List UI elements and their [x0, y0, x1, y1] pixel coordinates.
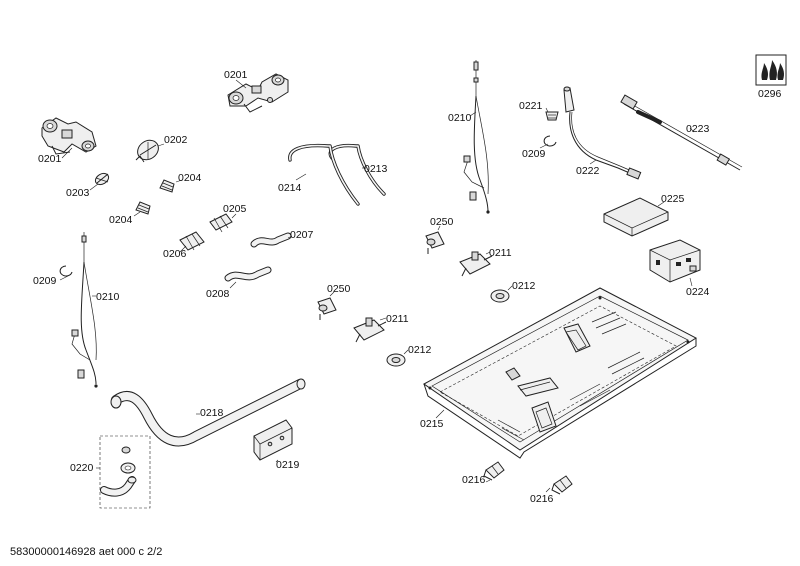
label-0221: 0221 — [519, 100, 543, 112]
label-0201-top: 0201 — [224, 69, 248, 81]
label-0204-lower: 0204 — [109, 214, 133, 226]
label-0206: 0206 — [163, 248, 187, 260]
label-0205: 0205 — [223, 203, 247, 215]
ignition-module — [649, 239, 701, 283]
nut-0212-left — [386, 353, 406, 367]
label-0250-left: 0250 — [327, 283, 351, 295]
label-0212-right: 0212 — [512, 280, 536, 292]
cover-plate — [603, 197, 669, 237]
gas-pipe-0208 — [224, 266, 272, 282]
ignitor-plug — [563, 86, 642, 180]
label-0215: 0215 — [420, 418, 444, 430]
gas-type-symbol — [755, 54, 787, 86]
label-0250-right: 0250 — [430, 216, 454, 228]
control-knob-disc — [135, 139, 159, 163]
pipe-bracket — [253, 419, 293, 461]
label-0212-left: 0212 — [408, 344, 432, 356]
label-0202: 0202 — [164, 134, 188, 146]
label-0201-left: 0201 — [38, 153, 62, 165]
label-0218: 0218 — [200, 407, 224, 419]
bracket-0216-b — [551, 475, 573, 495]
thermocouple-left — [71, 232, 98, 388]
gas-tap-right — [459, 251, 493, 277]
clip-ring-left — [59, 265, 73, 277]
burner-body-left — [41, 117, 97, 155]
ignition-cable — [620, 94, 743, 171]
gas-tap-left — [353, 317, 387, 343]
label-0209-left: 0209 — [33, 275, 57, 287]
label-0223: 0223 — [686, 123, 710, 135]
label-0296: 0296 — [758, 88, 782, 100]
burner-cap-0204-upper — [159, 179, 175, 193]
spring-clip — [94, 172, 110, 186]
label-0214: 0214 — [278, 182, 302, 194]
ignitor-cap — [545, 111, 559, 121]
label-0211-left: 0211 — [386, 313, 409, 325]
label-0216-a: 0216 — [462, 474, 486, 486]
label-0210-left: 0210 — [96, 291, 120, 303]
connector-kit — [99, 435, 151, 509]
label-0208: 0208 — [206, 288, 230, 300]
label-0222: 0222 — [576, 165, 600, 177]
label-0207: 0207 — [290, 229, 314, 241]
label-0210-right: 0210 — [448, 112, 472, 124]
valve-0250-left — [317, 297, 337, 320]
label-0209-right: 0209 — [522, 148, 546, 160]
label-0216-b: 0216 — [530, 493, 554, 505]
label-0220: 0220 — [70, 462, 94, 474]
label-0204-upper: 0204 — [178, 172, 202, 184]
thermocouple-right — [463, 60, 490, 214]
label-0203: 0203 — [66, 187, 90, 199]
main-gas-pipe — [110, 378, 306, 447]
label-0211-right: 0211 — [489, 247, 512, 259]
base-tray — [423, 287, 697, 459]
label-0219: 0219 — [276, 459, 300, 471]
valve-0250-right — [425, 231, 445, 254]
burner-body-top — [227, 73, 289, 113]
label-0213: 0213 — [364, 163, 388, 175]
label-0225: 0225 — [661, 193, 685, 205]
burner-cap-0204-lower — [135, 201, 151, 215]
nut-0212-right — [490, 289, 510, 303]
gas-pipe-0207 — [250, 232, 292, 248]
label-0224: 0224 — [686, 286, 710, 298]
bracket-0216-a — [483, 461, 505, 481]
document-footer: 58300000146928 aet 000 c 2/2 — [10, 546, 163, 558]
rod-0214 — [288, 143, 360, 206]
clip-ring-right — [543, 135, 557, 147]
nozzle-0205 — [209, 213, 233, 233]
